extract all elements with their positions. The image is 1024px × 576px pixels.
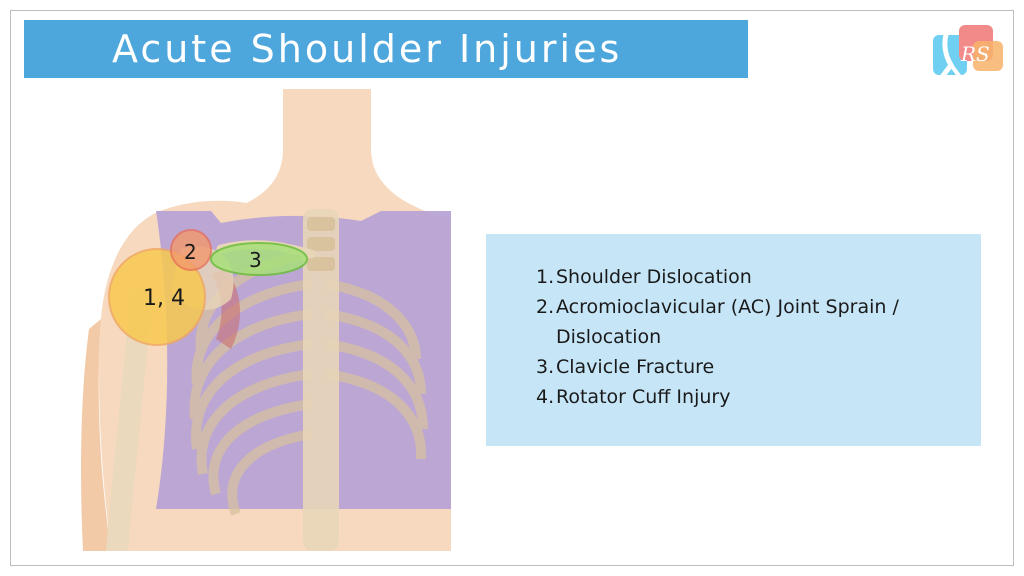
legend-item: 4. Rotator Cuff Injury (536, 382, 926, 412)
legend-item: 3. Clavicle Fracture (536, 352, 926, 382)
legend-number: 1. (536, 266, 555, 288)
slide-title: Acute Shoulder Injuries (112, 27, 623, 71)
legend-label: Shoulder Dislocation (556, 266, 752, 288)
legend-label: Rotator Cuff Injury (556, 386, 731, 408)
marker-label-2: 2 (184, 240, 197, 264)
logo-text: RS (960, 42, 990, 66)
injury-legend: 1. Shoulder Dislocation 2. Acromioclavic… (486, 234, 981, 446)
legend-label: Clavicle Fracture (556, 356, 715, 378)
slide: Acute Shoulder Injuries RS (10, 10, 1014, 566)
legend-label: Acromioclavicular (AC) Joint Sprain / Di… (556, 296, 899, 348)
legend-number: 4. (536, 386, 555, 408)
legend-item: 1. Shoulder Dislocation (536, 262, 926, 292)
legend-list: 1. Shoulder Dislocation 2. Acromioclavic… (536, 262, 926, 412)
legend-item: 2. Acromioclavicular (AC) Joint Sprain /… (536, 292, 926, 352)
bone-joint-logo-icon: RS (933, 25, 1003, 84)
legend-number: 3. (536, 356, 555, 378)
marker-label-1-4: 1, 4 (143, 286, 185, 311)
shoulder-anatomy-illustration: 1, 4 2 3 (81, 89, 451, 551)
marker-clavicle (210, 242, 308, 276)
marker-label-3: 3 (249, 248, 262, 272)
legend-number: 2. (536, 296, 555, 318)
title-bar: Acute Shoulder Injuries (24, 20, 748, 78)
marker-ac-joint (170, 229, 212, 271)
marker-shoulder-dislocation-rotator-cuff (108, 248, 206, 346)
